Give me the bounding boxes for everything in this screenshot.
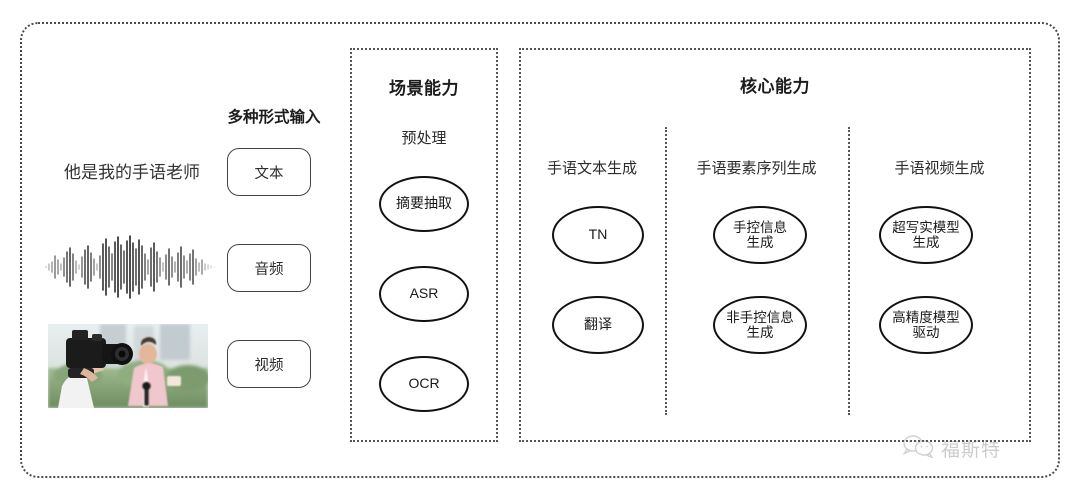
node-translation[interactable]: 翻译 [552, 296, 644, 354]
video-thumbnail-icon [48, 324, 208, 408]
node-asr[interactable]: ASR [379, 266, 469, 322]
node-photorealistic-model-generation[interactable]: 超写实模型生成 [879, 206, 973, 264]
node-high-precision-model-driving[interactable]: 高精度模型驱动 [879, 296, 973, 354]
modality-pill-video[interactable]: 视频 [227, 340, 311, 388]
scene-column-preprocess: 预处理 [350, 130, 498, 148]
watermark-text: 福斯特 [941, 439, 1002, 461]
core-column-sign-elements: 手语要素序列生成 [665, 160, 848, 178]
column-header-preprocess: 预处理 [401, 130, 447, 147]
column-header-sign-video: 手语视频生成 [894, 160, 985, 177]
core-column-sign-text: 手语文本生成 [519, 160, 665, 178]
wechat-bubble-icon [902, 434, 936, 463]
waveform-icon [44, 234, 218, 300]
node-manual-info-generation[interactable]: 手控信息生成 [713, 206, 807, 264]
node-ocr[interactable]: OCR [379, 356, 469, 412]
core-capability-panel: 核心能力 [519, 48, 1031, 442]
input-section-heading: 多种形式输入 [227, 109, 321, 126]
core-panel-title: 核心能力 [740, 77, 810, 96]
scene-capability-panel: 场景能力 [350, 48, 498, 442]
scene-panel-title: 场景能力 [389, 79, 459, 98]
sample-input-text: 他是我的手语老师 [64, 163, 200, 182]
watermark: 福斯特 [902, 428, 1052, 468]
column-header-sign-text: 手语文本生成 [546, 160, 637, 177]
core-column-sign-video: 手语视频生成 [848, 160, 1031, 178]
core-column-divider-1 [665, 127, 667, 415]
node-summary-extraction[interactable]: 摘要抽取 [379, 176, 469, 232]
outer-frame [20, 22, 1060, 478]
column-header-sign-elements: 手语要素序列生成 [696, 160, 817, 177]
node-tn[interactable]: TN [552, 206, 644, 264]
node-non-manual-info-generation[interactable]: 非手控信息生成 [713, 296, 807, 354]
modality-pill-audio[interactable]: 音频 [227, 244, 311, 292]
modality-pill-text[interactable]: 文本 [227, 148, 311, 196]
core-column-divider-2 [848, 127, 850, 415]
